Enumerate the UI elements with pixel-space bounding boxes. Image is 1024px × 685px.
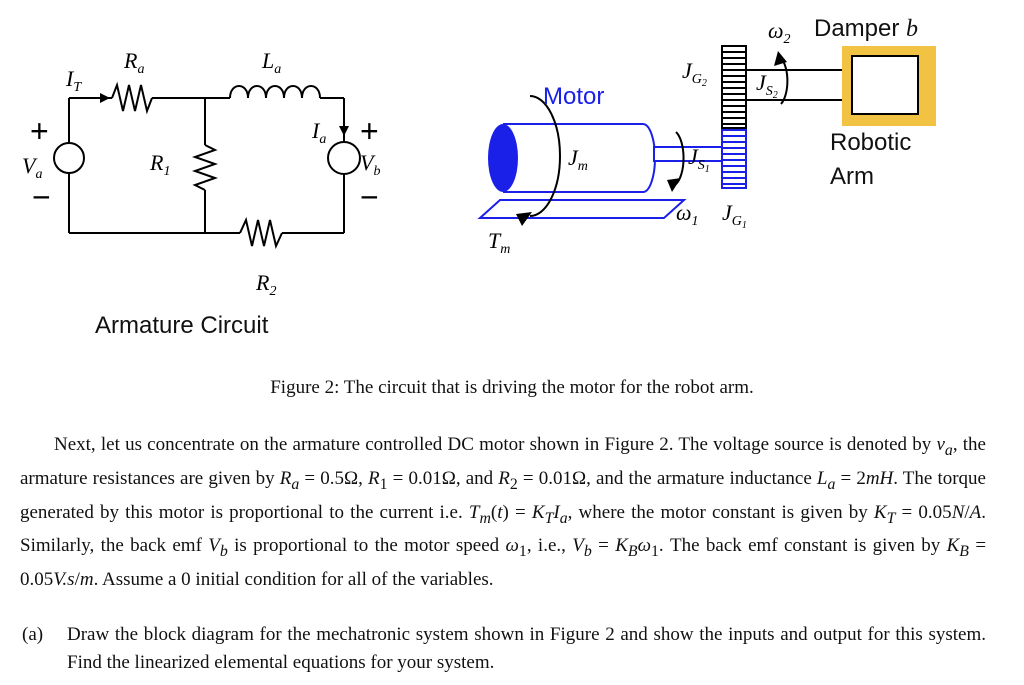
tm-arrow-icon — [516, 212, 532, 226]
label-w2: ω2 — [768, 18, 791, 47]
label-va: Va — [22, 153, 42, 182]
body-paragraph: Next, let us concentrate on the armature… — [20, 434, 987, 591]
question-label: (a) — [22, 624, 44, 645]
damper-label: Damper b — [814, 15, 918, 42]
motor-end-face — [488, 124, 518, 192]
w2-arrow-icon — [774, 51, 787, 66]
label-jg1: JG1 — [722, 200, 747, 231]
armature-circuit-label: Armature Circuit — [95, 312, 269, 339]
armature-circuit — [53, 81, 361, 250]
label-ia: Ia — [311, 118, 326, 147]
label-ra: Ra — [123, 48, 144, 77]
w1-arrow-icon — [667, 178, 681, 192]
label-la: La — [261, 48, 281, 77]
va-minus-sign: − — [32, 179, 51, 215]
ia-arrow-icon — [339, 126, 349, 136]
tm-rotation-arc — [529, 95, 561, 217]
label-vb: Vb — [360, 150, 380, 179]
question-text: Draw the block diagram for the mechatron… — [67, 624, 986, 673]
figure-2: IT Ra La Ia R1 R2 Va Vb + − + − Armature… — [22, 15, 936, 339]
label-jg2: JG2 — [682, 58, 707, 89]
label-it: IT — [65, 66, 82, 95]
vb-plus-sign: + — [360, 113, 379, 149]
robotic-label: Robotic — [830, 129, 911, 156]
voltage-source-va — [53, 142, 85, 174]
resistor-r2 — [239, 216, 283, 250]
output-shaft — [745, 69, 851, 101]
motor-assembly — [477, 45, 936, 219]
label-r2: R2 — [255, 270, 276, 299]
resistor-ra — [111, 81, 153, 115]
va-plus-sign: + — [30, 113, 49, 149]
inductor-la — [229, 85, 321, 99]
label-w1: ω1 — [676, 200, 699, 229]
question-a: (a) Draw the block diagram for the mecha… — [22, 621, 986, 677]
back-emf-source-vb — [327, 141, 361, 175]
figure-caption: Figure 2: The circuit that is driving th… — [270, 377, 754, 398]
resistor-r1 — [191, 144, 219, 191]
motor-body — [503, 123, 656, 193]
motor-label: Motor — [543, 83, 604, 110]
label-r1: R1 — [149, 150, 170, 179]
vb-minus-sign: − — [360, 179, 379, 215]
arm-label: Arm — [830, 163, 874, 190]
it-arrow-icon — [100, 93, 110, 103]
label-tm: Tm — [488, 228, 510, 257]
label-jm: Jm — [568, 145, 588, 174]
robotic-arm-block — [851, 55, 919, 115]
motor-base — [477, 199, 687, 219]
